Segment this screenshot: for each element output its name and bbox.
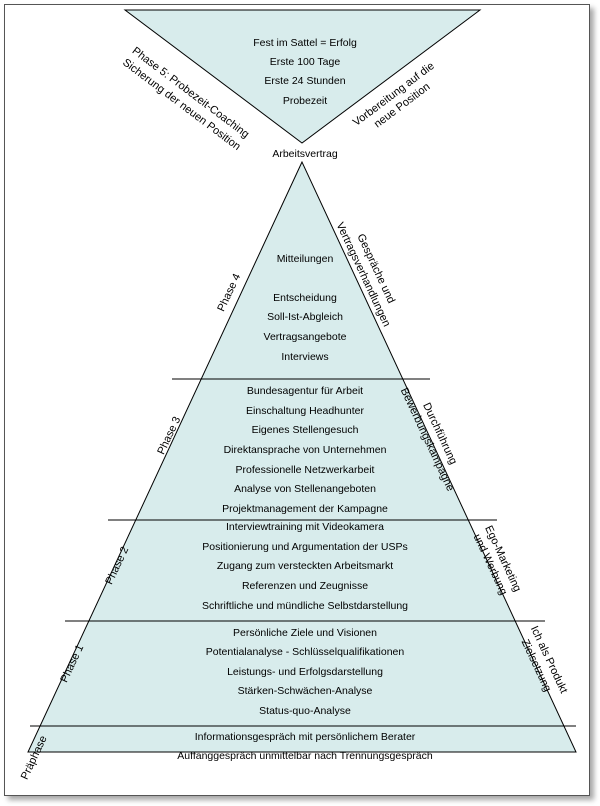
phase1-item: Potentialanalyse - Schlüsselqualifikatio… xyxy=(206,646,405,658)
phase3-item: Eigenes Stellengesuch xyxy=(252,424,359,436)
phase3-item: Professionelle Netzwerkarbeit xyxy=(236,464,375,476)
phase3-item: Einschaltung Headhunter xyxy=(246,405,364,417)
prephase-item: Auffanggespräch unmittelbar nach Trennun… xyxy=(177,750,433,762)
prephase-item: Informationsgespräch mit persönlichem Be… xyxy=(195,731,416,743)
phase3-item: Projektmanagement der Kampagne xyxy=(222,503,388,515)
phase4-item: Entscheidung xyxy=(273,292,337,304)
top-item: Probezeit xyxy=(283,95,327,107)
phase4-item: Vertragsangebote xyxy=(264,331,347,343)
apex-label: Arbeitsvertrag xyxy=(272,148,338,160)
phase2-item: Schriftliche und mündliche Selbstdarstel… xyxy=(202,600,408,612)
phase1-item: Leistungs- und Erfolgsdarstellung xyxy=(227,666,383,678)
phase4-item: Soll-Ist-Abgleich xyxy=(267,311,343,323)
phase4-item: Mitteilungen xyxy=(277,253,334,265)
phase1-item: Status-quo-Analyse xyxy=(259,705,351,717)
phase2-item: Referenzen und Zeugnisse xyxy=(242,580,368,592)
phase3-item: Direktansprache von Unternehmen xyxy=(224,444,387,456)
top-item: Fest im Sattel = Erfolg xyxy=(253,37,357,49)
phase3-item: Bundesagentur für Arbeit xyxy=(247,385,363,397)
phase1-item: Persönliche Ziele und Visionen xyxy=(233,627,377,639)
phase2-item: Interviewtraining mit Videokamera xyxy=(226,521,384,533)
phase4-item: Interviews xyxy=(281,351,328,363)
phase3-item: Analyse von Stellenangeboten xyxy=(234,483,376,495)
top-triangle xyxy=(123,9,482,144)
phase1-item: Stärken-Schwächen-Analyse xyxy=(238,685,373,697)
main-pyramid xyxy=(27,160,577,753)
phase2-item: Zugang zum versteckten Arbeitsmarkt xyxy=(217,560,393,572)
top-item: Erste 100 Tage xyxy=(270,56,341,68)
top-item: Erste 24 Stunden xyxy=(264,75,345,87)
phase2-item: Positionierung und Argumentation der USP… xyxy=(202,541,407,553)
